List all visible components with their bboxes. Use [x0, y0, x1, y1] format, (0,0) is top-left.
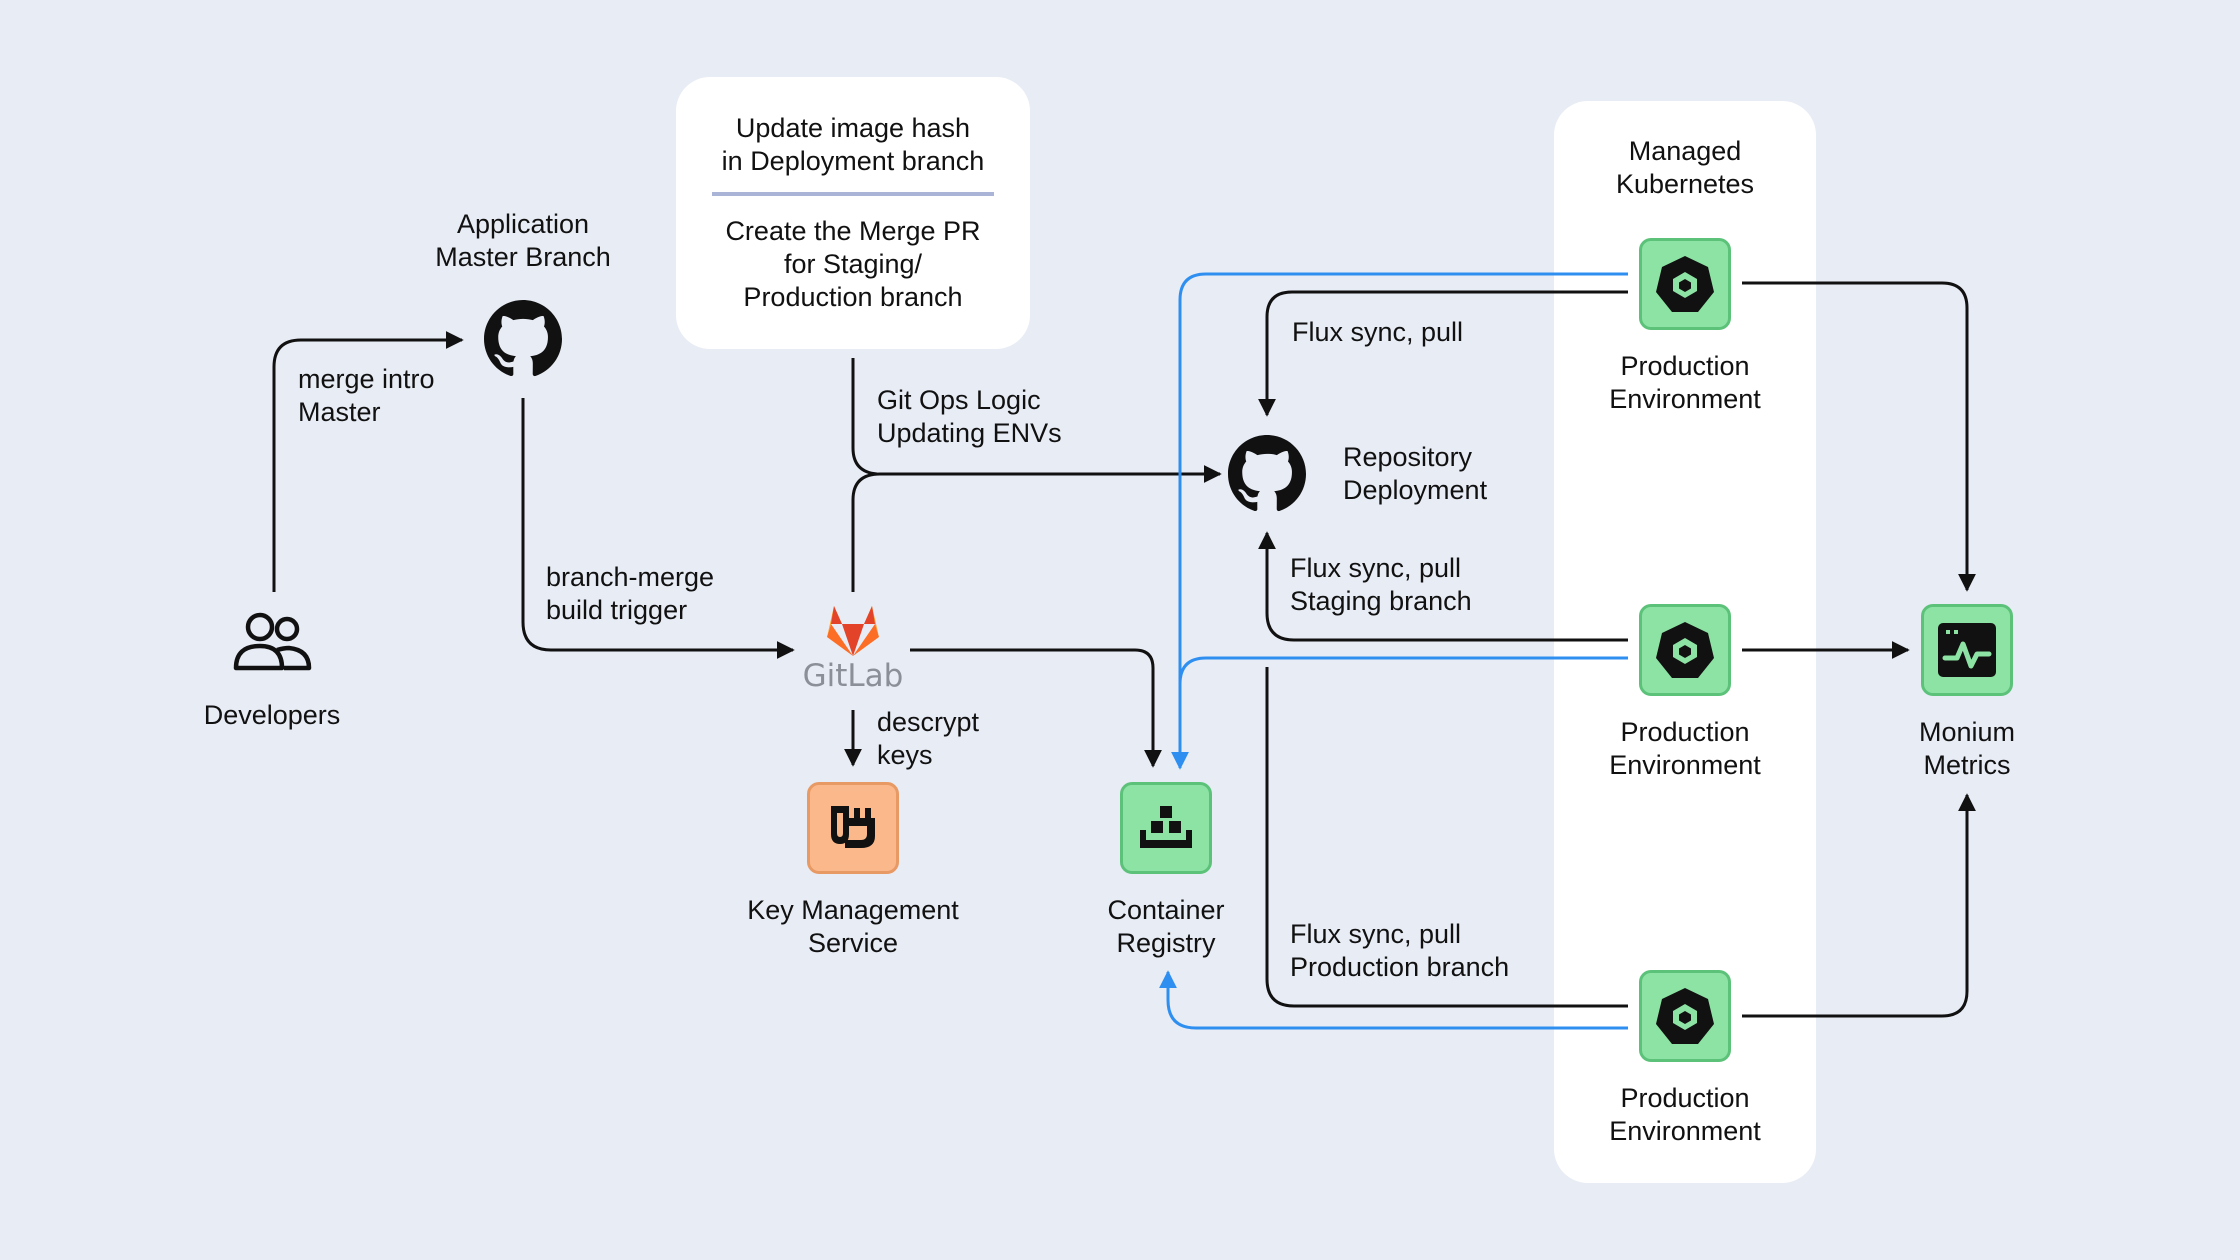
- title-line-4: for Staging/: [783, 249, 923, 279]
- registry-label-1: Container: [1107, 895, 1225, 925]
- users-icon: [233, 612, 312, 671]
- title-line-3: Create the Merge PR: [725, 216, 981, 246]
- edge-build-trigger: [521, 398, 795, 659]
- title-line-1: Update image hash: [735, 113, 971, 143]
- kms-tile: [807, 782, 899, 874]
- edge-label-gitops-1: Git Ops Logic: [877, 385, 1041, 415]
- developers-label: Developers: [203, 700, 341, 730]
- gitlab-icon: [827, 606, 879, 656]
- env-top-label-2: Environment: [1609, 384, 1761, 414]
- kubernetes-icon: [1656, 256, 1714, 312]
- edge-merge-master: [272, 331, 464, 592]
- metrics-icon: [1938, 623, 1996, 677]
- app-master-label-1: Application: [456, 209, 590, 239]
- edge-metrics-bot: [1742, 793, 1976, 1018]
- kubernetes-icon: [1656, 622, 1714, 678]
- gitlab-label: GitLab: [802, 658, 904, 694]
- env-bot-tile: [1639, 970, 1731, 1062]
- cluster-title-1: Managed: [1628, 136, 1742, 166]
- edge-gitops-top: [851, 358, 878, 476]
- edge-label-flux-top: Flux sync, pull: [1292, 317, 1464, 347]
- env-bot-label-2: Environment: [1609, 1116, 1761, 1146]
- kubernetes-icon: [1656, 988, 1714, 1044]
- kms-label-1: Key Management: [747, 895, 959, 925]
- edge-label-decrypt-2: keys: [877, 740, 933, 770]
- key-icon: [831, 806, 875, 848]
- edge-blue-top: [1171, 272, 1628, 770]
- edge-label-decrypt-1: descrypt: [877, 707, 980, 737]
- app-master-label-2: Master Branch: [435, 242, 611, 272]
- edge-gitlab-registry: [910, 648, 1162, 768]
- env-top-tile: [1639, 238, 1731, 330]
- edge-flux-top: [1258, 290, 1628, 417]
- title-box: [676, 77, 1030, 349]
- edge-label-build-1: branch-merge: [546, 562, 715, 592]
- github-icon: [484, 300, 562, 377]
- edge-flux-production: [1265, 667, 1628, 1008]
- env-mid-label-2: Environment: [1609, 750, 1761, 780]
- title-line-5: Production branch: [743, 282, 963, 312]
- github-icon: [1228, 435, 1306, 512]
- registry-label-2: Registry: [1116, 928, 1216, 958]
- edge-label-flux-bot-1: Flux sync, pull: [1290, 919, 1462, 949]
- title-line-2: in Deployment branch: [721, 146, 985, 176]
- edge-label-flux-mid-2: Staging branch: [1290, 586, 1472, 616]
- env-top-label-1: Production: [1620, 351, 1750, 381]
- metrics-label-1: Monium: [1918, 717, 2016, 747]
- repo-label-2: Deployment: [1343, 475, 1488, 505]
- edge-metrics-top: [1742, 281, 1976, 592]
- container-registry-icon: [1140, 806, 1192, 848]
- kms-label-2: Service: [807, 928, 899, 958]
- metrics-label-2: Metrics: [1923, 750, 2011, 780]
- env-mid-tile: [1639, 604, 1731, 696]
- registry-tile: [1120, 782, 1212, 874]
- edge-label-merge-1: merge intro: [298, 364, 435, 394]
- repo-label-1: Repository: [1343, 442, 1473, 472]
- env-bot-label-1: Production: [1620, 1083, 1750, 1113]
- edge-label-gitops-2: Updating ENVs: [877, 418, 1062, 448]
- edge-blue-bot: [1159, 970, 1628, 1030]
- edge-label-build-2: build trigger: [546, 595, 688, 625]
- cluster-title-2: Kubernetes: [1615, 169, 1755, 199]
- edge-label-merge-2: Master: [298, 397, 381, 427]
- env-mid-label-1: Production: [1620, 717, 1750, 747]
- edge-label-flux-mid-1: Flux sync, pull: [1290, 553, 1462, 583]
- edge-label-flux-bot-2: Production branch: [1290, 952, 1510, 982]
- edge-flux-staging: [1258, 531, 1628, 642]
- metrics-tile: [1921, 604, 2013, 696]
- edge-blue-mid: [1178, 656, 1628, 700]
- edge-gitops-main: [851, 465, 1222, 592]
